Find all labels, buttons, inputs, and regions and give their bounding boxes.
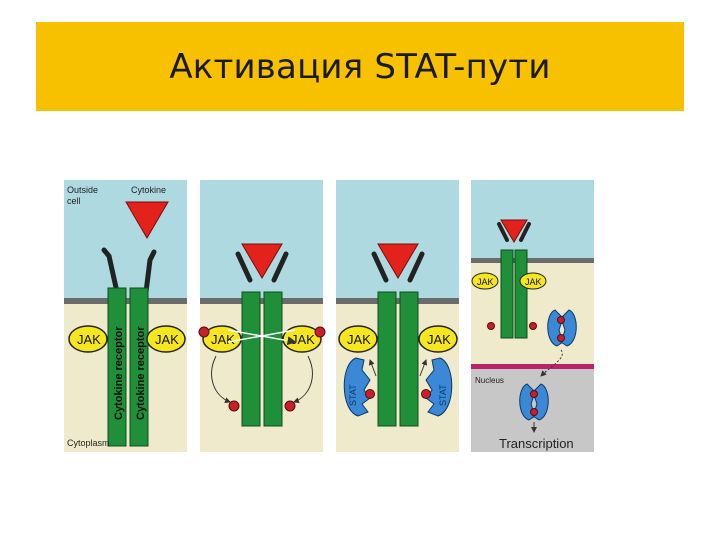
jak-label: JAK xyxy=(291,332,315,347)
stat-label: STAT xyxy=(438,384,448,406)
receptor-chain-right xyxy=(399,291,419,427)
outside-region xyxy=(471,180,594,260)
cytoplasm-region xyxy=(200,300,323,452)
panel-1: Outside cell Cytokine Cytokine receptor … xyxy=(64,180,187,452)
jak-left xyxy=(68,325,108,353)
stat-left xyxy=(343,357,371,417)
jak-right xyxy=(146,325,186,353)
outside-region xyxy=(200,180,323,300)
receptor-chain-left xyxy=(241,291,261,427)
stat-binding-arrow-right xyxy=(419,359,428,377)
receptor-label-right: Cytokine receptor xyxy=(135,326,147,420)
jak-label: JAK xyxy=(427,332,451,347)
membrane xyxy=(471,258,594,263)
receptor-arm-right xyxy=(143,249,157,295)
transcription-label: Transcription xyxy=(499,436,574,451)
phosphate xyxy=(228,400,240,412)
jak-label: JAK xyxy=(155,332,179,347)
outside-region xyxy=(336,180,459,300)
receptor-chain-right xyxy=(129,287,149,447)
membrane xyxy=(200,298,323,304)
phosphate xyxy=(284,400,296,412)
panel-2: JAK JAK xyxy=(198,180,326,452)
phosphate xyxy=(365,389,375,399)
phosphate xyxy=(530,390,538,398)
phosphate xyxy=(198,326,210,338)
receptor-chain-left xyxy=(500,249,514,339)
phosphorylation-arrow-right xyxy=(293,355,313,404)
membrane xyxy=(336,298,459,304)
receptor-chain-right xyxy=(514,249,528,339)
jak-label: JAK xyxy=(211,332,235,347)
jak-left xyxy=(338,325,378,353)
cytokine-label: Cytokine xyxy=(131,185,166,195)
stat-right xyxy=(425,357,453,417)
panel-4: JAK JAK Nucleus Transcription xyxy=(471,180,594,452)
receptor-arm-left xyxy=(101,247,120,295)
phosphate xyxy=(421,389,431,399)
stat-label: STAT xyxy=(348,384,358,406)
receptor-arm-left xyxy=(235,251,253,283)
jak-label: JAK xyxy=(77,332,101,347)
receptor-arm-left xyxy=(497,222,509,242)
receptor-chain-right xyxy=(263,291,283,427)
receptor-chain-left xyxy=(107,287,127,447)
title-band: Активация STAT-пути xyxy=(36,22,684,111)
jak-right xyxy=(418,325,458,353)
phosphorylation-arrow-left xyxy=(211,355,231,404)
receptor-label-left: Cytokine receptor xyxy=(113,326,125,420)
outside-region xyxy=(64,180,187,300)
jak-label: JAK xyxy=(347,332,371,347)
phosphate xyxy=(487,322,495,330)
jak-label: JAK xyxy=(477,277,494,287)
receptor-arm-left xyxy=(371,251,389,283)
cytoplasm-label: Cytoplasm xyxy=(67,438,110,448)
receptor-arm-right xyxy=(271,251,289,283)
stat-binding-arrow-left xyxy=(368,359,377,377)
cytokine-ligand xyxy=(377,243,419,279)
nucleus-label: Nucleus xyxy=(475,376,504,385)
slide-title: Активация STAT-пути xyxy=(169,46,551,87)
jak-left xyxy=(471,272,499,290)
phosphate xyxy=(529,322,537,330)
outside-cell-label-2: cell xyxy=(67,196,81,206)
phosphate xyxy=(557,334,565,342)
cross-phosphorylation-arrows xyxy=(227,329,295,342)
outside-cell-label-1: Outside xyxy=(67,185,98,195)
receptor-chain-left xyxy=(377,291,397,427)
nuclear-envelope xyxy=(471,364,594,369)
cytokine-ligand xyxy=(500,219,528,243)
receptor-arm-right xyxy=(519,222,531,242)
cytokine-ligand xyxy=(125,201,169,239)
phosphate xyxy=(314,326,326,338)
jak-right xyxy=(519,272,547,290)
phosphate xyxy=(530,408,538,416)
phosphate xyxy=(557,316,565,324)
panel-3: JAK JAK STAT STAT xyxy=(336,180,459,452)
receptor-arm-right xyxy=(407,251,425,283)
diagram-svg: Outside cell Cytokine Cytokine receptor … xyxy=(64,180,594,452)
cytokine-ligand xyxy=(241,243,283,279)
jak-label: JAK xyxy=(525,277,542,287)
stat-pathway-diagram: Outside cell Cytokine Cytokine receptor … xyxy=(64,180,594,452)
